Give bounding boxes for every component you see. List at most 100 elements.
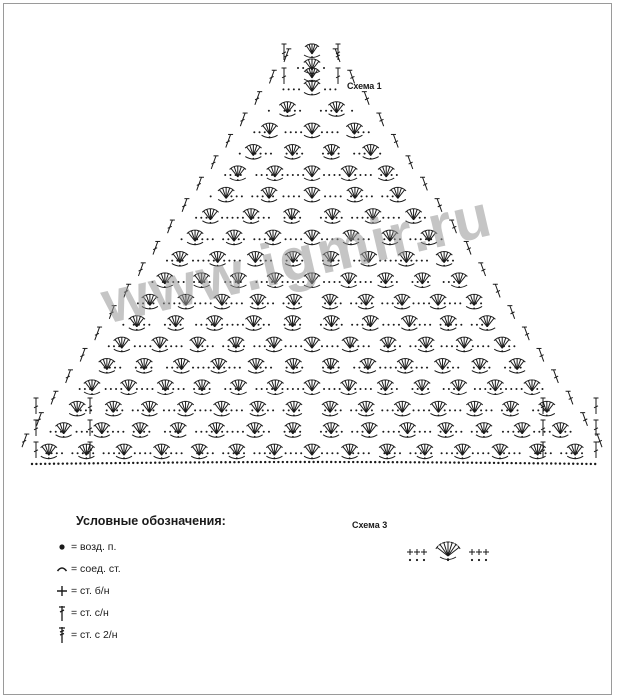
shell-stitch-icon	[377, 272, 395, 288]
shell-stitch-icon	[201, 208, 219, 224]
legend-item-chain: = возд. п.	[56, 536, 316, 558]
legend-item-label: = ст. б/н	[71, 585, 110, 597]
shell-stitch-icon	[513, 422, 531, 438]
double-crochet-icon	[239, 112, 248, 127]
shell-stitch-icon	[303, 79, 321, 96]
shell-stitch-icon	[360, 251, 378, 267]
shell-stitch-icon	[141, 293, 159, 310]
shell-stitch-icon	[429, 400, 447, 417]
scheme-1-chart	[21, 43, 603, 466]
shell-stitch-icon	[378, 443, 396, 460]
single-crochet-plus-icon	[476, 549, 482, 555]
double-crochet-icon	[492, 283, 501, 298]
double-crochet-icon	[108, 305, 117, 319]
shell-stitch-icon	[246, 251, 264, 267]
double-crochet-icon	[87, 397, 93, 414]
shell-stitch-icon	[172, 358, 190, 374]
shell-stitch-icon	[303, 122, 321, 139]
shell-stitch-icon	[303, 229, 321, 246]
double-crochet-icon	[36, 412, 44, 426]
double-crochet-icon	[463, 240, 472, 255]
double-crochet-icon	[225, 133, 234, 148]
shell-stitch-icon	[466, 400, 484, 417]
shell-stitch-icon	[303, 379, 321, 395]
legend-item-label: = соед. ст.	[71, 563, 121, 575]
shell-stitch-icon	[93, 422, 111, 438]
treble-crochet-icon	[59, 627, 65, 643]
shell-stitch-icon	[229, 272, 247, 288]
shell-stitch-icon	[396, 358, 414, 374]
chart-stitches	[21, 43, 603, 466]
scheme-1-label: Схема 1	[347, 81, 382, 91]
shell-stitch-icon	[249, 293, 267, 310]
shell-stitch-icon	[189, 336, 207, 353]
shell-stitch-icon	[377, 165, 395, 181]
shell-stitch-icon	[217, 186, 235, 203]
shell-stitch-icon	[249, 400, 267, 417]
shell-stitch-icon	[360, 422, 378, 438]
shell-stitch-icon	[437, 422, 455, 438]
double-crochet-icon	[536, 347, 545, 362]
chain-line	[282, 88, 337, 91]
shell-stitch-icon	[357, 400, 375, 417]
shell-stitch-icon	[140, 400, 158, 417]
shell-stitch-icon	[167, 315, 185, 331]
shell-stitch-icon	[171, 251, 189, 267]
double-crochet-icon	[268, 69, 277, 84]
shell-stitch-icon	[434, 358, 452, 374]
shell-stitch-icon	[245, 315, 263, 331]
legend-item-slip-stitch: = соед. ст.	[56, 558, 316, 580]
double-crochet-icon	[335, 67, 341, 84]
shell-stitch-icon	[260, 186, 278, 203]
shell-stitch-icon	[210, 358, 228, 374]
shell-stitch-icon	[435, 541, 461, 560]
shell-stitch-icon	[68, 400, 86, 417]
shell-stitch-icon	[400, 315, 418, 331]
foundation-chain-row	[30, 460, 597, 466]
single-crochet-plus-icon	[483, 549, 489, 555]
shell-stitch-icon	[342, 229, 360, 246]
shell-stitch-icon	[323, 144, 341, 160]
shell-stitch-icon	[328, 101, 346, 117]
double-crochet-icon	[79, 347, 88, 362]
shell-stitch-icon	[523, 379, 541, 395]
single-crochet-plus-icon	[407, 549, 413, 555]
shell-stitch-icon	[322, 358, 340, 374]
shell-stitch-icon	[246, 422, 264, 438]
shell-stitch-icon	[303, 443, 321, 460]
legend-item-label: = ст. с 2/н	[71, 629, 118, 641]
chain-line	[151, 281, 461, 283]
chain-line	[166, 259, 454, 262]
shell-stitch-icon	[303, 165, 321, 181]
chain-line	[297, 67, 325, 69]
top-neck	[281, 43, 341, 84]
shell-stitch-icon	[450, 379, 468, 395]
shell-stitch-icon	[55, 422, 73, 438]
double-crochet-icon	[580, 412, 588, 426]
double-crochet-icon	[33, 419, 39, 436]
shell-stitch-icon	[341, 336, 359, 353]
shell-stitch-icon	[284, 251, 302, 267]
shell-stitch-icon	[393, 400, 411, 417]
shell-stitch-icon	[381, 229, 399, 246]
double-crochet-icon	[390, 133, 399, 148]
single-crochet-plus-icon	[469, 549, 475, 555]
shell-stitch-icon	[303, 336, 321, 353]
shell-stitch-icon	[340, 379, 358, 395]
shell-stitch-icon	[323, 208, 341, 224]
chain-line	[180, 238, 443, 241]
shell-stitch-icon	[478, 315, 496, 331]
double-crochet-icon	[540, 419, 546, 436]
shell-stitch-icon	[397, 251, 415, 267]
double-crochet-icon	[33, 441, 39, 458]
shell-stitch-icon	[486, 379, 504, 395]
shell-stitch-icon	[413, 272, 431, 288]
shell-stitch-icon	[83, 379, 101, 395]
chain-dot-icon	[59, 544, 65, 550]
shell-stitch-icon	[193, 379, 211, 395]
shell-stitch-icon	[247, 358, 265, 374]
shell-stitch-icon	[128, 315, 146, 331]
shell-stitch-icon	[285, 293, 303, 310]
shell-stitch-icon	[266, 272, 284, 288]
shell-stitch-icon	[508, 358, 526, 374]
